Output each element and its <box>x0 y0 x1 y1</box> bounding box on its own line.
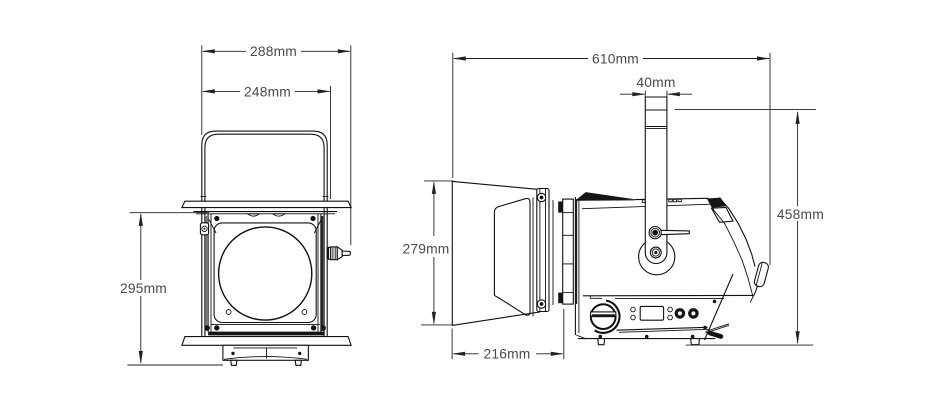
svg-text:248mm: 248mm <box>244 84 291 99</box>
svg-text:610mm: 610mm <box>592 51 639 66</box>
svg-text:279mm: 279mm <box>402 242 449 257</box>
svg-text:40mm: 40mm <box>636 75 675 90</box>
svg-text:458mm: 458mm <box>777 207 824 222</box>
svg-text:288mm: 288mm <box>250 44 297 59</box>
svg-text:216mm: 216mm <box>483 347 530 362</box>
svg-text:295mm: 295mm <box>120 281 167 296</box>
